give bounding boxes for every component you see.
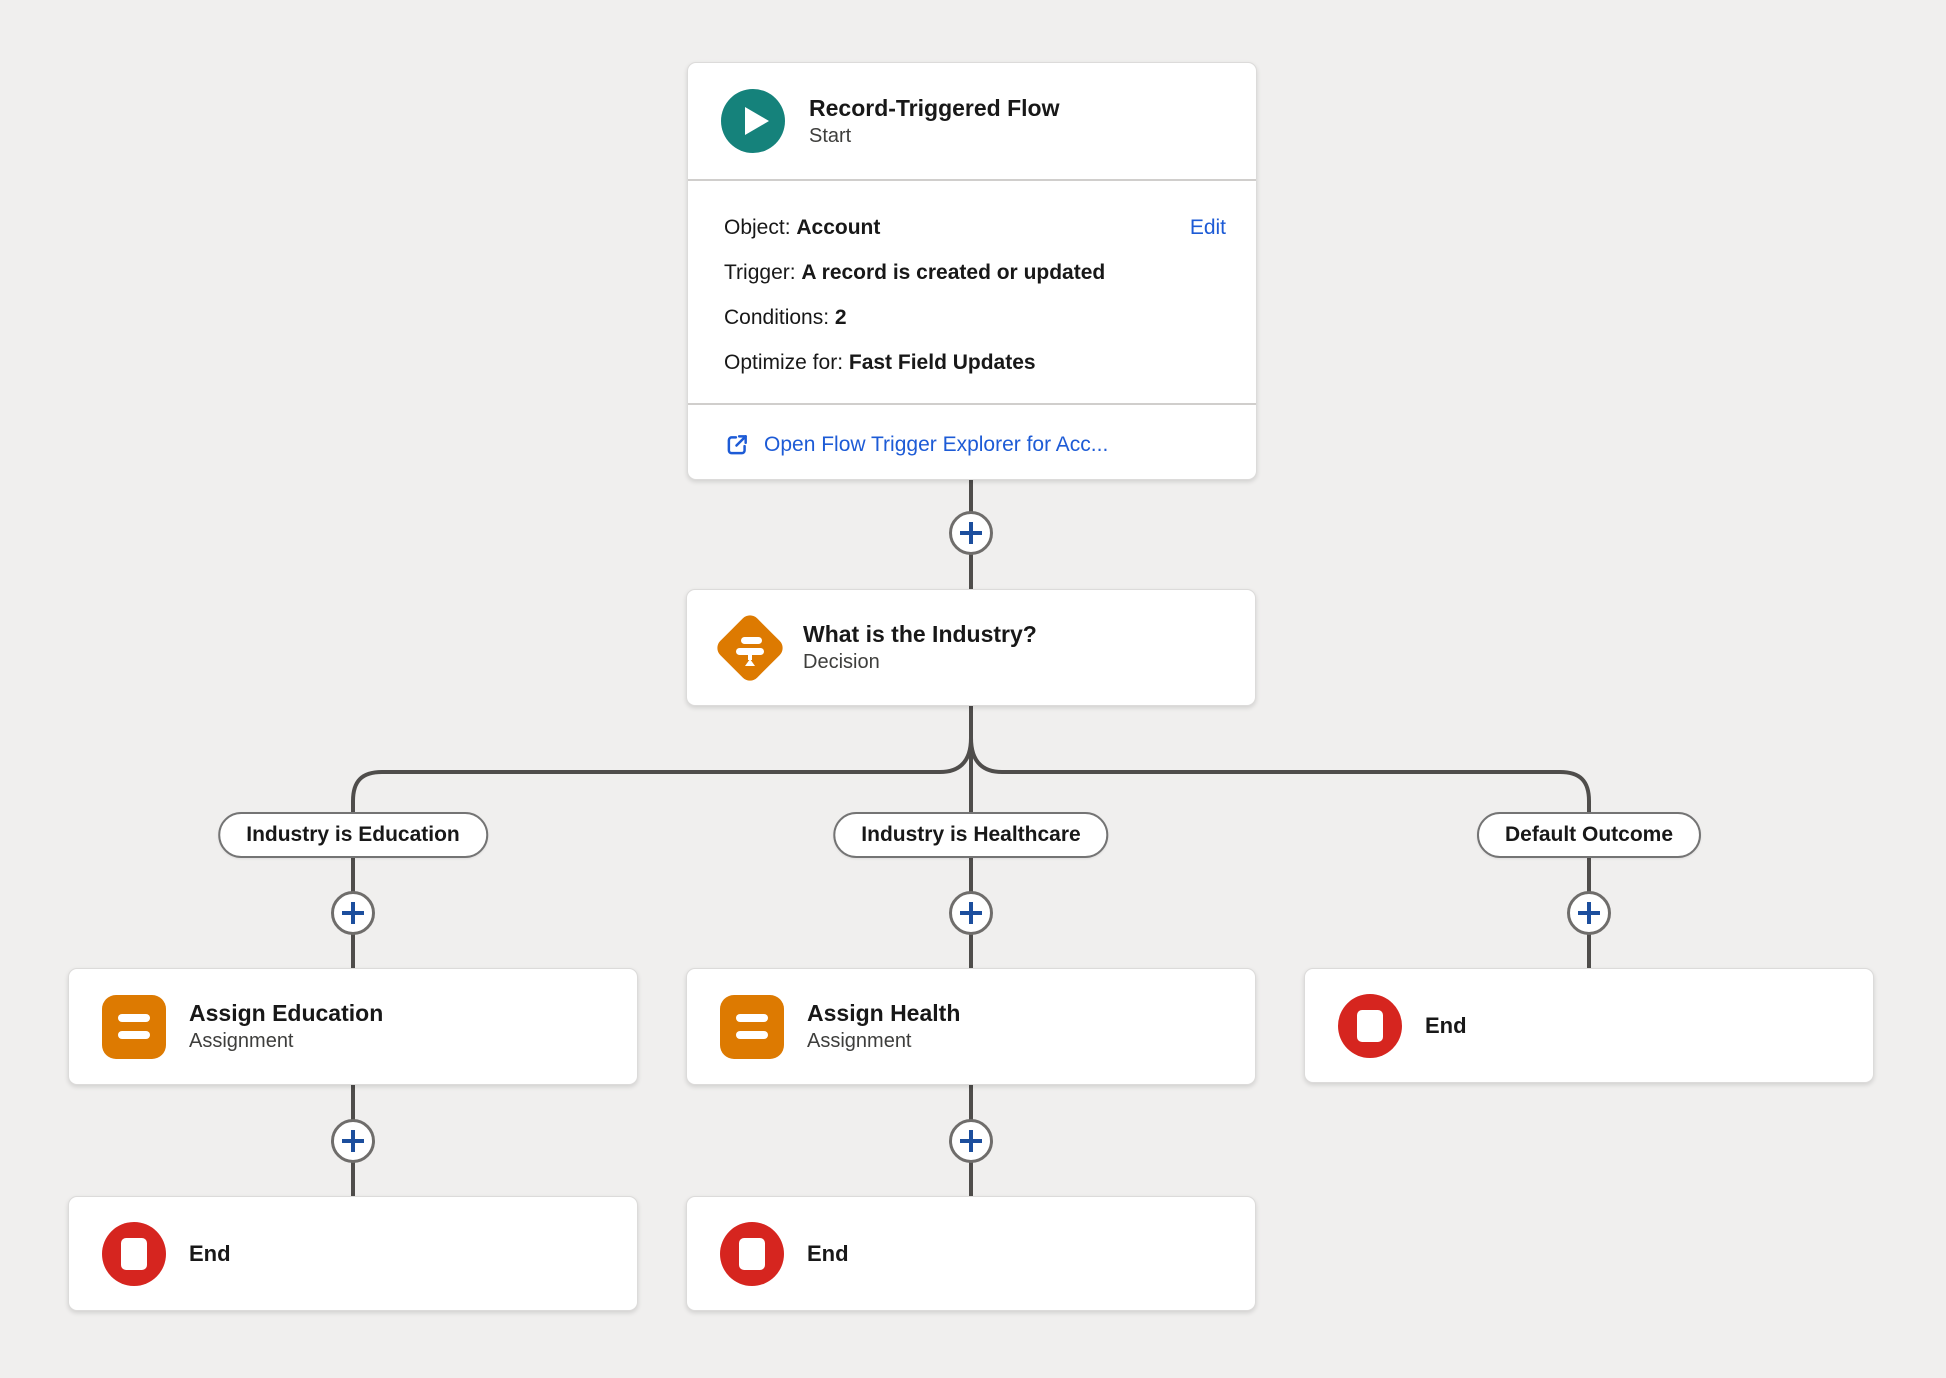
end-icon [720, 1221, 784, 1286]
end-node-label: End [807, 1240, 849, 1266]
end-node-education: End [68, 1196, 638, 1311]
end-node-label: End [1425, 1012, 1467, 1038]
assignment-node-health[interactable]: Assign Health Assignment [686, 968, 1256, 1085]
assignment-subtitle: Assignment [807, 1030, 912, 1052]
decision-node[interactable]: What is the Industry? Decision [686, 589, 1256, 706]
decision-node-title: What is the Industry? [803, 621, 1037, 647]
branch-label-education: Industry is Education [218, 812, 488, 858]
start-node[interactable]: Record-Triggered Flow Start Edit Object:… [687, 62, 1257, 480]
field-conditions: Conditions: 2 [724, 295, 1226, 340]
add-element-button[interactable] [331, 891, 375, 935]
field-object: Object: Account [724, 205, 1226, 250]
decision-node-subtitle: Decision [803, 651, 880, 673]
play-icon [721, 89, 785, 153]
branch-label-default: Default Outcome [1476, 812, 1702, 858]
assignment-title: Assign Education [189, 1000, 384, 1026]
decision-icon [713, 610, 787, 685]
end-icon [102, 1221, 166, 1286]
field-optimize-value: Fast Field Updates [848, 351, 1036, 374]
add-element-button[interactable] [949, 891, 993, 935]
flow-trigger-explorer-link[interactable]: Open Flow Trigger Explorer for Acc... [688, 405, 1256, 484]
field-conditions-value: 2 [834, 306, 847, 329]
end-icon [1338, 993, 1402, 1058]
add-element-button[interactable] [949, 1119, 993, 1163]
add-element-button[interactable] [1567, 891, 1611, 935]
field-trigger-value: A record is created or updated [801, 261, 1106, 284]
assignment-icon [102, 994, 166, 1059]
start-node-subtitle: Start [809, 124, 852, 147]
external-link-icon [727, 434, 747, 454]
field-object-label: Object: [724, 216, 791, 239]
divider [688, 403, 1256, 405]
end-node-default: End [1304, 968, 1874, 1083]
assignment-title: Assign Health [807, 1000, 961, 1026]
end-node-health: End [686, 1196, 1256, 1311]
start-node-title: Record-Triggered Flow [809, 94, 1060, 121]
flow-trigger-explorer-label: Open Flow Trigger Explorer for Acc... [764, 432, 1109, 456]
start-node-body: Edit Object: Account Trigger: A record i… [688, 181, 1256, 403]
start-node-header: Record-Triggered Flow Start [688, 63, 1256, 179]
assignment-icon [720, 994, 784, 1059]
edit-link[interactable]: Edit [1189, 216, 1226, 239]
field-trigger: Trigger: A record is created or updated [724, 250, 1226, 295]
end-node-label: End [189, 1240, 231, 1266]
field-object-value: Account [796, 216, 881, 239]
field-optimize-label: Optimize for: [724, 351, 844, 374]
assignment-subtitle: Assignment [189, 1030, 294, 1052]
field-conditions-label: Conditions: [724, 306, 830, 329]
add-element-button[interactable] [949, 511, 993, 555]
add-element-button[interactable] [331, 1119, 375, 1163]
assignment-node-education[interactable]: Assign Education Assignment [68, 968, 638, 1085]
divider [688, 179, 1256, 181]
field-optimize: Optimize for: Fast Field Updates [724, 340, 1226, 385]
field-trigger-label: Trigger: [724, 261, 796, 284]
branch-label-healthcare: Industry is Healthcare [833, 812, 1109, 858]
